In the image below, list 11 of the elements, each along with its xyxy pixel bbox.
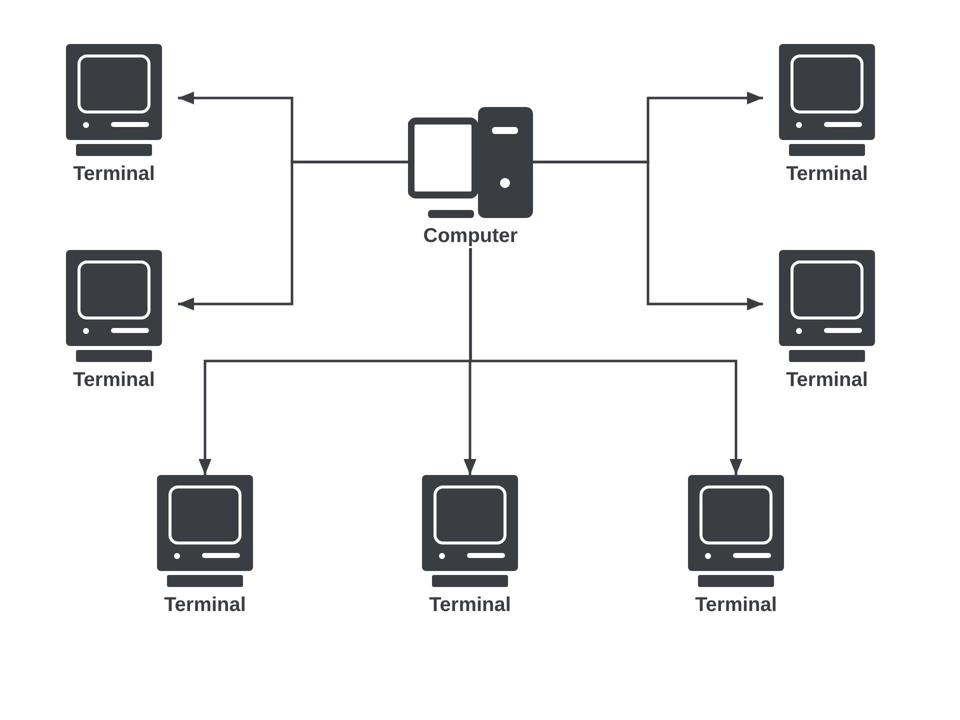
device-label: Terminal: [695, 593, 777, 617]
connector-arrow: [469, 248, 742, 475]
device-label: Terminal: [786, 162, 868, 186]
device-label: Terminal: [164, 593, 246, 617]
device-label: Terminal: [73, 162, 155, 186]
device-label: Terminal: [429, 593, 511, 617]
connector-arrow: [178, 160, 408, 310]
device-label: Terminal: [786, 368, 868, 392]
device-label: Terminal: [73, 368, 155, 392]
device-label: Computer: [423, 224, 518, 248]
connector-arrow: [533, 160, 763, 310]
